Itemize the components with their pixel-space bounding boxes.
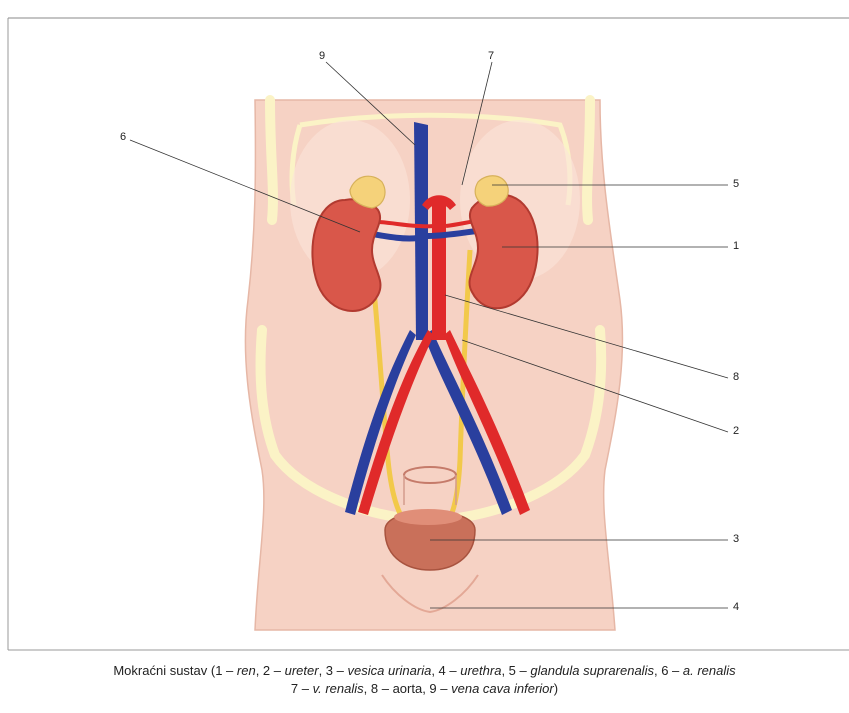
caption-line-2: 7 – v. renalis, 8 – aorta, 9 – vena cava… xyxy=(0,680,849,698)
label-1: 1 xyxy=(733,240,739,252)
caption-segment: , 8 – aorta, 9 – xyxy=(364,681,451,696)
caption-segment: , 4 – xyxy=(431,663,460,678)
caption-segment: a. renalis xyxy=(683,663,736,678)
caption-line-1: Mokraćni sustav (1 – ren, 2 – ureter, 3 … xyxy=(0,662,849,680)
label-9: 9 xyxy=(319,50,325,62)
caption-segment: ren xyxy=(237,663,256,678)
adrenal-right xyxy=(475,176,508,206)
aorta xyxy=(432,200,446,340)
label-2: 2 xyxy=(733,425,739,437)
caption-segment: vesica urinaria xyxy=(348,663,432,678)
caption-segment: , 3 – xyxy=(319,663,348,678)
label-4: 4 xyxy=(733,601,739,613)
caption-segment: , 5 – xyxy=(501,663,530,678)
label-7: 7 xyxy=(488,50,494,62)
caption-segment: glandula suprarenalis xyxy=(530,663,654,678)
caption-segment: Mokraćni sustav (1 – xyxy=(113,663,237,678)
kidney-left xyxy=(312,199,380,311)
caption-segment: v. renalis xyxy=(313,681,364,696)
caption-segment: vena cava inferior xyxy=(451,681,554,696)
bladder-top xyxy=(394,509,462,525)
caption-segment: urethra xyxy=(460,663,501,678)
kidney-right xyxy=(470,195,538,309)
caption-segment: ureter xyxy=(285,663,319,678)
vena-cava-inferior xyxy=(414,122,428,340)
figure-caption: Mokraćni sustav (1 – ren, 2 – ureter, 3 … xyxy=(0,662,849,698)
label-5: 5 xyxy=(733,178,739,190)
label-3: 3 xyxy=(733,533,739,545)
label-8: 8 xyxy=(733,371,739,383)
caption-segment: , 6 – xyxy=(654,663,683,678)
caption-segment: ) xyxy=(554,681,558,696)
label-6: 6 xyxy=(120,131,126,143)
urethra-ring-top xyxy=(404,467,456,483)
caption-segment: 7 – xyxy=(291,681,313,696)
caption-segment: , 2 – xyxy=(256,663,285,678)
